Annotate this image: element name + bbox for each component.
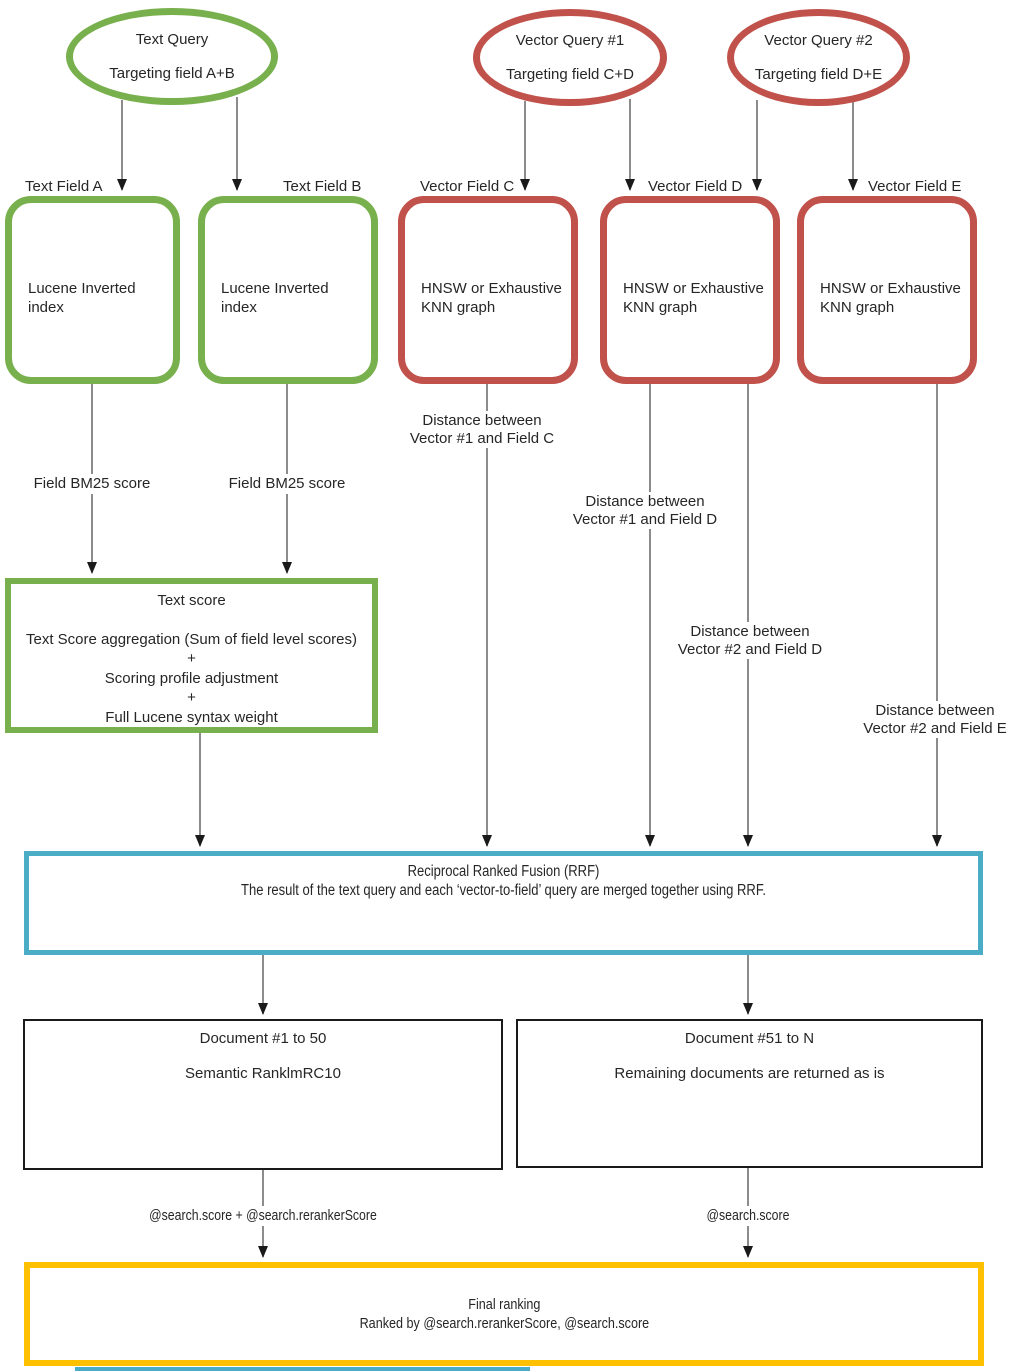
bm25-score-label-b: Field BM25 score [224,474,350,494]
rrf-node: Reciprocal Ranked Fusion (RRF) The resul… [24,851,983,955]
distance-label-v2-d: Distance between Vector #2 and Field D [673,622,827,659]
documents-1-to-50-node: Document #1 to 50 Semantic RanklmRC10 [23,1019,503,1170]
documents-1-to-50-title: Document #1 to 50 [199,1030,327,1047]
search-score-edge-label: @search.score [703,1206,793,1226]
text-score-node: Text score Text Score aggregation (Sum o… [5,578,378,733]
remaining-documents-label: Remaining documents are returned as is [614,1065,885,1082]
vector-query-1-subtitle: Targeting field C+D [506,66,634,83]
vector-field-e-node: HNSW or Exhaustive KNN graph [797,196,977,384]
distance-label-v1-d-line2: Vector #1 and Field D [572,510,718,528]
text-score-line-3: Full Lucene syntax weight [105,708,278,726]
distance-label-v1-d-line1: Distance between [585,493,705,510]
reranker-score-edge-label: @search.score + @search.rerankerScore [145,1206,381,1226]
vector-query-1-node: Vector Query #1 Targeting field C+D [473,9,667,106]
bm25-score-label-a: Field BM25 score [29,474,155,494]
rrf-description: The result of the text query and each ‘v… [241,882,766,899]
text-field-b-content: Lucene Inverted index [221,280,329,316]
vector-field-c-node: HNSW or Exhaustive KNN graph [398,196,578,384]
vector-field-c-content: HNSW or Exhaustive KNN graph [421,280,562,316]
text-score-line-1: Text Score aggregation (Sum of field lev… [26,630,357,648]
text-field-a-node: Lucene Inverted index [5,196,180,384]
distance-label-v1-d: Distance between Vector #1 and Field D [568,492,722,529]
final-ranking-subtitle: Ranked by @search.rerankerScore, @search… [359,1315,649,1332]
text-score-line-2: Scoring profile adjustment [104,669,279,687]
text-score-plus-1: + [187,650,196,667]
distance-label-v2-e-line1: Distance between [875,702,995,719]
vector-field-d-node: HNSW or Exhaustive KNN graph [600,196,780,384]
vector-field-d-label: Vector Field D [645,179,746,195]
final-ranking-title: Final ranking [467,1296,541,1313]
text-field-b-label: Text Field B [280,179,365,195]
text-query-node: Text Query Targeting field A+B [66,8,278,105]
distance-label-v2-e-line2: Vector #2 and Field E [863,719,1007,737]
rrf-title: Reciprocal Ranked Fusion (RRF) [407,863,600,880]
documents-51-to-n-node: Document #51 to N Remaining documents ar… [516,1019,983,1168]
distance-label-v2-e: Distance between Vector #2 and Field E [859,701,1011,738]
documents-51-to-n-title: Document #51 to N [684,1030,815,1047]
vector-field-d-content: HNSW or Exhaustive KNN graph [623,280,764,316]
text-field-a-content: Lucene Inverted index [28,280,136,316]
text-score-plus-2: + [187,689,196,706]
semantic-ranker-label: Semantic RanklmRC10 [185,1065,341,1082]
vector-query-2-node: Vector Query #2 Targeting field D+E [727,9,910,106]
distance-label-v2-d-line2: Vector #2 and Field D [677,640,823,658]
distance-label-v1-c: Distance between Vector #1 and Field C [405,411,559,448]
distance-label-v1-c-line1: Distance between [422,412,542,429]
distance-label-v1-c-line2: Vector #1 and Field C [409,429,555,447]
text-query-title: Text Query [135,31,209,48]
vector-field-e-label: Vector Field E [865,179,965,195]
text-field-a-label: Text Field A [22,179,106,195]
distance-label-v2-d-line1: Distance between [690,623,810,640]
cropped-bottom-element [75,1367,530,1371]
vector-query-2-subtitle: Targeting field D+E [754,66,883,83]
vector-field-e-content: HNSW or Exhaustive KNN graph [820,280,961,316]
text-query-subtitle: Targeting field A+B [109,65,235,82]
vector-field-c-label: Vector Field C [417,179,518,195]
final-ranking-node: Final ranking Ranked by @search.reranker… [24,1262,984,1366]
text-field-b-node: Lucene Inverted index [198,196,378,384]
vector-query-2-title: Vector Query #2 [764,32,873,49]
text-score-title: Text score [157,592,226,609]
vector-query-1-title: Vector Query #1 [515,32,625,49]
